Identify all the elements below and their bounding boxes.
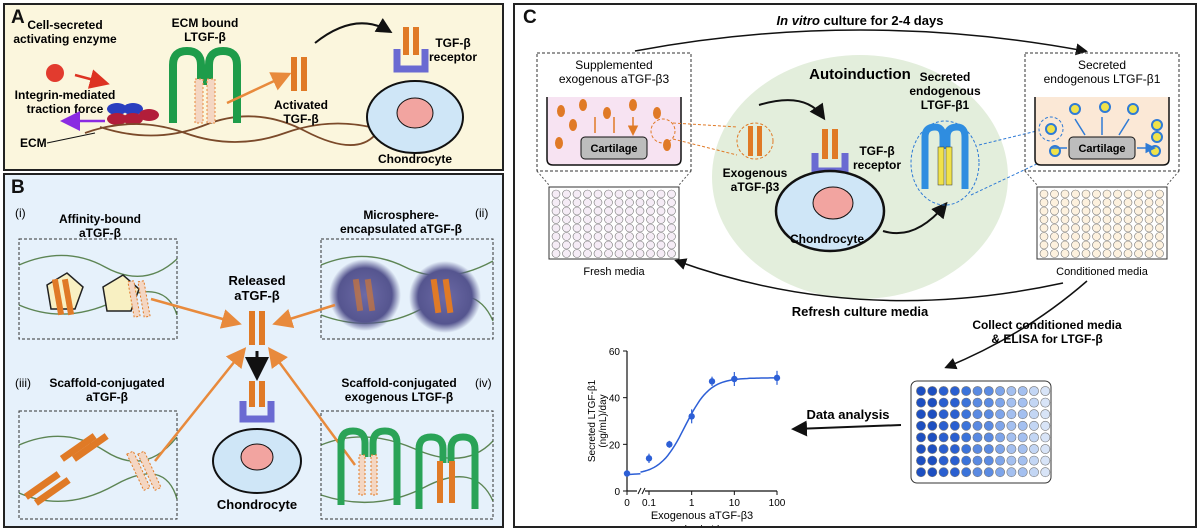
scaffold-ltgf-icon [337, 427, 479, 509]
activated-tgf-icon [291, 57, 307, 91]
nucleus [396, 97, 434, 129]
y-tick-label: 20 [609, 440, 621, 451]
x-tick-label: 100 [769, 498, 786, 509]
microsphere-label: Microsphere-encapsulated aTGF-β [340, 208, 462, 236]
label-iii: (iii) [15, 376, 31, 390]
cartilage-left [580, 136, 648, 160]
label-i: (i) [15, 206, 26, 220]
chondrocyte-label: Chondrocyte [378, 152, 452, 166]
integrin-icon [107, 103, 159, 125]
data-point [731, 375, 738, 383]
panel-c-label: C [523, 7, 537, 28]
scaffold-atgf-icon [23, 433, 162, 506]
plate-right-wells [1039, 189, 1164, 258]
data-point [773, 374, 781, 382]
exogenous-atgf-icon [748, 126, 762, 156]
collect-label: Collect conditioned media& ELISA for LTG… [972, 318, 1122, 346]
label-iv: (iv) [475, 376, 492, 390]
ltgf-b1-icon [921, 123, 969, 189]
enzyme-icon [46, 64, 64, 82]
box-ii [320, 238, 494, 340]
atgf-particles-icon [555, 99, 671, 151]
plate-left-wells [551, 189, 676, 258]
axis-break [637, 487, 646, 495]
x-tick-label: 0 [624, 498, 630, 509]
x-tick-label: 1 [689, 498, 695, 509]
panel-b-label: B [11, 177, 25, 198]
fresh-label: Fresh media [583, 266, 645, 278]
conditioned-label: Conditioned media [1056, 266, 1149, 278]
refresh-label: Refresh culture media [792, 304, 929, 319]
y-tick-label: 0 [614, 487, 620, 498]
ecm-label: ECM [20, 136, 47, 150]
data-point [708, 378, 716, 385]
x-tick-label: 0.1 [642, 498, 656, 509]
nucleus-b [240, 443, 274, 471]
svg-text:Cartilage: Cartilage [1078, 143, 1125, 155]
panel-c-diagram: In vitro culture for 2-4 days Autoinduct… [536, 13, 1180, 526]
ecm-fibers [84, 115, 386, 146]
x-tick-label: 10 [729, 498, 741, 509]
data-point [623, 470, 631, 477]
y-tick-label: 40 [609, 394, 621, 405]
cartilage-right [1068, 136, 1136, 160]
data-point [688, 413, 695, 420]
nucleus-c [812, 186, 854, 220]
label-ii: (ii) [475, 206, 488, 220]
data-point [666, 441, 673, 448]
data-analysis-label: Data analysis [806, 407, 889, 422]
affinity-icon [46, 272, 151, 318]
panel-a-label: A [11, 7, 25, 28]
y-tick-label: 60 [609, 347, 621, 358]
well-left-frame [536, 52, 692, 172]
svg-text:Cartilage: Cartilage [590, 143, 637, 155]
autoinduction-label: Autoinduction [809, 66, 911, 83]
well-right-frame [1024, 52, 1180, 172]
box-iii [18, 410, 178, 520]
elisa-chart: 0 20 40 60 0 0.1 1 10 100 Secreted LTGF-β1(ng/mL)… [587, 347, 786, 526]
fit-curve [640, 377, 777, 473]
box-iv [320, 410, 494, 520]
chondrocyte-c-label: Chondrocyte [790, 232, 864, 246]
box-i [18, 238, 178, 340]
data-point [645, 455, 653, 462]
receptor-icon [393, 27, 429, 73]
released-tgf-icon [249, 311, 265, 345]
elisa-plate-wells [916, 386, 1051, 478]
x-axis-label: Exogenous aTGF-β3(ng/mL) [651, 510, 753, 526]
microsphere-icon [329, 259, 481, 333]
y-axis-label: Secreted LTGF-β1(ng/mL)/day [587, 379, 609, 462]
culture-label: In vitro culture for 2-4 days [777, 13, 944, 28]
receptor-b-icon [239, 381, 275, 423]
ltgf-green-icon [169, 46, 241, 123]
panel-c: C In vitro culture for 2-4 days Autoindu… [513, 3, 1197, 528]
chondrocyte-b-label: Chondrocyte [217, 497, 297, 512]
